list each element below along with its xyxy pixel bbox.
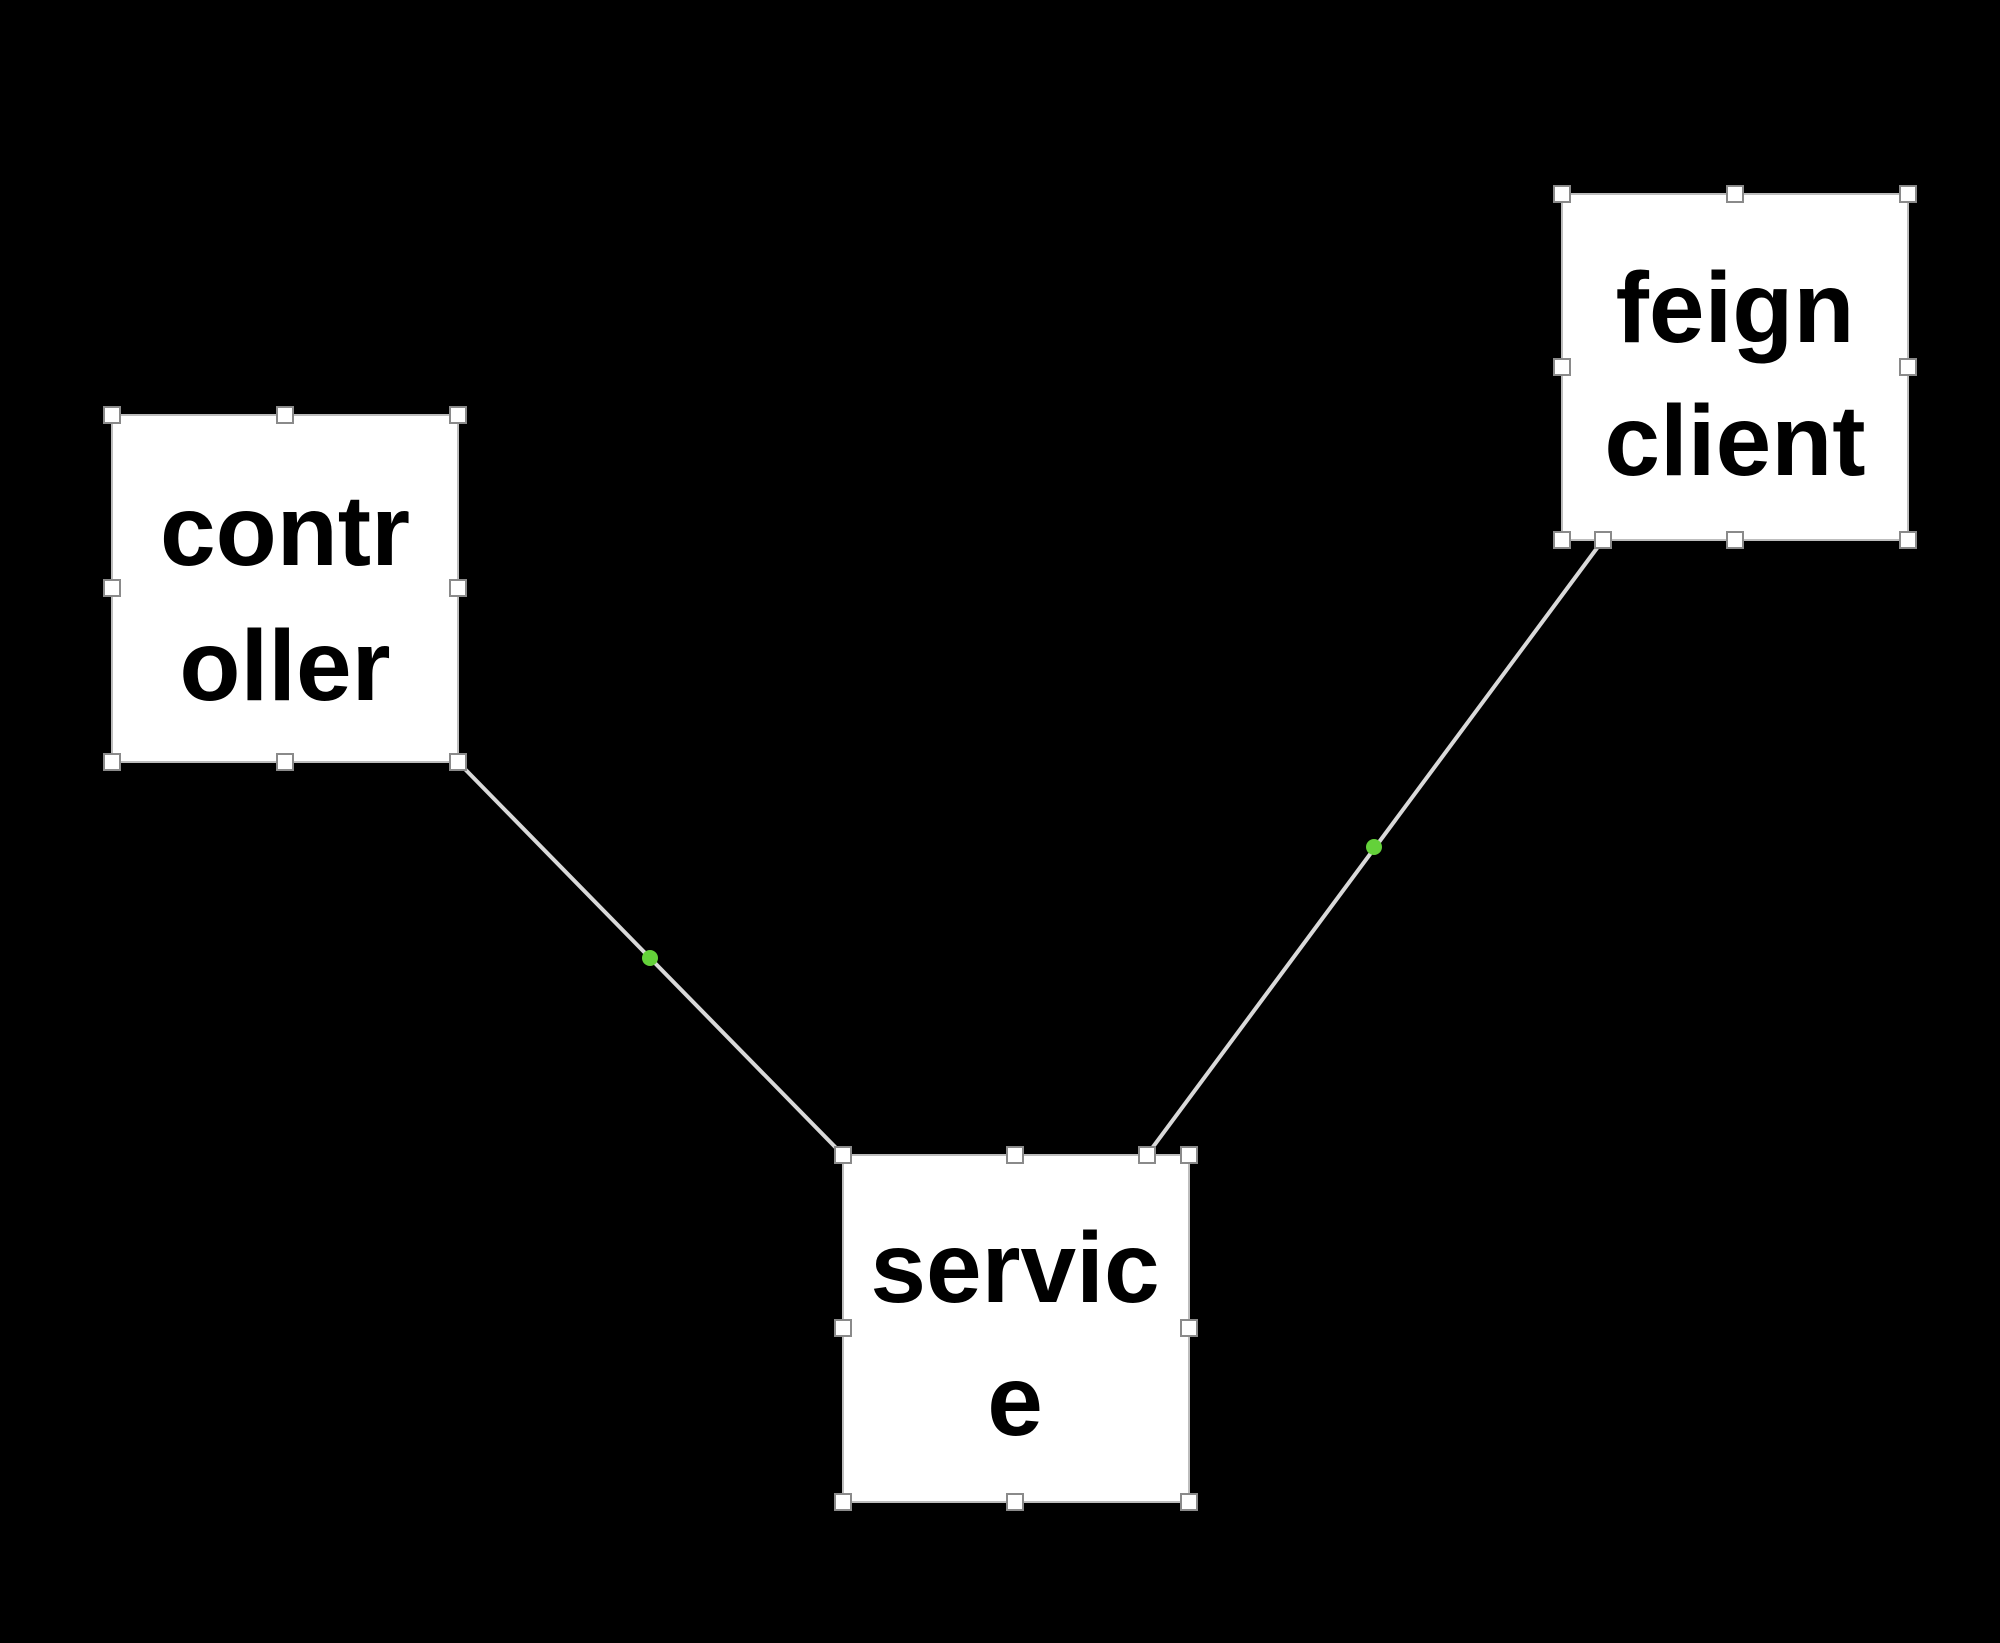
resize-handle[interactable] [1138,1146,1156,1164]
resize-handle[interactable] [1899,531,1917,549]
node-controller[interactable]: contr oller [103,406,467,771]
resize-handle[interactable] [834,1319,852,1337]
node-box[interactable] [842,1154,1190,1503]
edge-midpoint-handle[interactable] [1366,839,1382,855]
edge-feign-client-service[interactable] [1145,538,1605,1157]
resize-handle[interactable] [1899,185,1917,203]
resize-handle[interactable] [1594,531,1612,549]
resize-handle[interactable] [1553,531,1571,549]
edges [456,538,1605,1157]
resize-handle[interactable] [1180,1146,1198,1164]
resize-handle[interactable] [1006,1146,1024,1164]
resize-handle[interactable] [276,406,294,424]
node-service[interactable]: servic e [834,1146,1198,1511]
resize-handle[interactable] [1726,531,1744,549]
node-label-line-2: oller [179,610,390,722]
node-label-line-2: e [987,1345,1043,1457]
selection-handles[interactable] [103,406,467,771]
resize-handle[interactable] [103,753,121,771]
edge-controller-service[interactable] [456,760,845,1157]
node-label-line-1: feign [1616,252,1855,364]
selection-handles[interactable] [1553,185,1917,549]
resize-handle[interactable] [1726,185,1744,203]
node-label-line-1: servic [870,1212,1159,1324]
node-label-line-1: contr [160,475,410,587]
resize-handle[interactable] [103,579,121,597]
resize-handle[interactable] [103,406,121,424]
resize-handle[interactable] [1006,1493,1024,1511]
resize-handle[interactable] [1553,185,1571,203]
resize-handle[interactable] [1899,358,1917,376]
resize-handle[interactable] [834,1493,852,1511]
resize-handle[interactable] [1553,358,1571,376]
resize-handle[interactable] [449,753,467,771]
node-box[interactable] [1561,193,1909,541]
selection-handles[interactable] [834,1146,1198,1511]
resize-handle[interactable] [1180,1319,1198,1337]
edge-midpoint-handle[interactable] [642,950,658,966]
node-feign-client[interactable]: feign client [1553,185,1917,549]
resize-handle[interactable] [1180,1493,1198,1511]
resize-handle[interactable] [834,1146,852,1164]
resize-handle[interactable] [449,579,467,597]
resize-handle[interactable] [276,753,294,771]
node-label-line-2: client [1604,385,1865,497]
resize-handle[interactable] [449,406,467,424]
